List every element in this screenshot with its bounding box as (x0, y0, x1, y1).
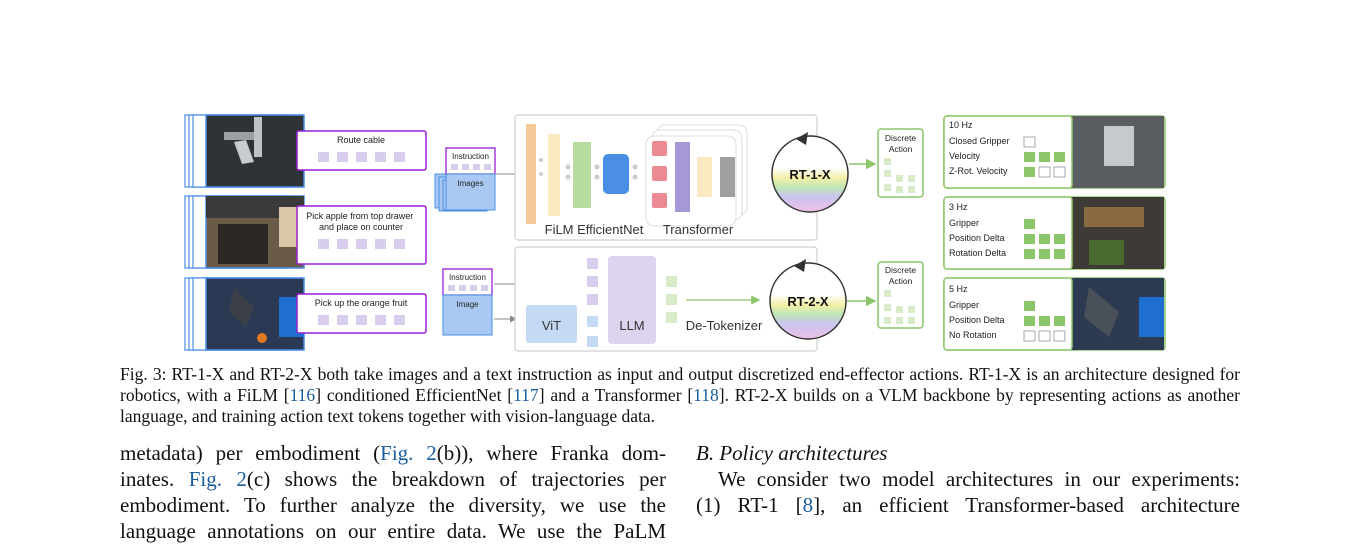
right-line-1: We consider two model architectures in o… (718, 467, 1240, 491)
cycle-arrow-icon (794, 259, 806, 272)
rt2-instruction-label: Instruction (449, 273, 486, 282)
right-line-2-text-b: ], an efficient Transformer-based archit… (813, 493, 1240, 517)
instruction-text-3: Pick up the orange fruit (315, 298, 408, 308)
right-line-2: (1) RT-1 [8], an efficient Transformer-b… (696, 492, 1240, 518)
de-tokenizer-label: De-Tokenizer (686, 318, 763, 333)
action-panel-1-freq: 10 Hz (949, 120, 973, 130)
instruction-box-3: Pick up the orange fruit (296, 293, 427, 334)
right-line-2-text-a: (1) RT-1 [ (696, 493, 803, 517)
action-panel-1-row-1: Closed Gripper (949, 136, 1010, 146)
instruction-box-1: Route cable (296, 130, 427, 171)
rt1-input-block: Instruction Images (434, 147, 496, 212)
caption-text-3: ] and a Transformer [ (538, 385, 694, 405)
citation-link-118[interactable]: 118 (693, 385, 719, 405)
action-panel-3-freq: 5 Hz (949, 284, 968, 294)
action-panel-3-row-2: Position Delta (949, 315, 1005, 325)
caption-text-1: RT-1-X and RT-2-X both take images and a… (120, 364, 1241, 405)
input-image-stack-3 (184, 277, 305, 351)
action-panel-3: 5 Hz Gripper Position Delta No Rotation (943, 277, 1166, 351)
input-image-stack-1 (184, 114, 305, 188)
transformer-label: Transformer (663, 222, 734, 237)
action-panel-3-row-3: No Rotation (949, 330, 997, 340)
left-line-2: inates. Fig. 2(c) shows the breakdown of… (120, 466, 666, 492)
left-line-4: language annotations on our entire data.… (120, 519, 666, 543)
section-heading: B. Policy architectures (696, 441, 888, 465)
vit-label: ViT (542, 318, 561, 333)
figure-3: Route cable Pick apple from top drawer a… (184, 112, 1166, 354)
instruction-text-2: Pick apple from top drawer and place on … (306, 211, 416, 232)
left-line-1-text-b: (b)), where Franka dom- (436, 441, 667, 465)
left-line-1-text-a: metadata) per embodiment ( (120, 441, 381, 465)
rt2-x-model-circle: RT-2-X (769, 259, 847, 340)
action-panel-1: 10 Hz Closed Gripper Velocity Z-Rot. Vel… (943, 115, 1166, 189)
rt1-instruction-label: Instruction (452, 152, 489, 161)
film-efficientnet-label: FiLM EfficientNet (545, 222, 644, 237)
instruction-box-2: Pick apple from top drawer and place on … (296, 205, 427, 265)
left-line-2-text-b: (c) shows the breakdown of trajectories … (246, 467, 666, 491)
action-panel-2-row-2: Position Delta (949, 233, 1005, 243)
rt1-x-model-circle: RT-1-X (771, 132, 849, 213)
action-panel-2-row-1: Gripper (949, 218, 979, 228)
rt1-x-label: RT-1-X (789, 167, 831, 182)
instruction-text-2-line2: and place on counter (319, 222, 403, 232)
instruction-text-2-line1: Pick apple from top drawer (306, 211, 413, 221)
rt1-model-panel: FiLM EfficientNet Transformer (514, 114, 818, 241)
left-line-1: metadata) per embodiment (Fig. 2(b)), wh… (120, 440, 666, 466)
action-panel-1-row-3: Z-Rot. Velocity (949, 166, 1008, 176)
left-line-3: embodiment. To further analyze the diver… (120, 493, 666, 517)
rt2-x-label: RT-2-X (787, 294, 829, 309)
caption-text-2: ] conditioned EfficientNet [ (315, 385, 514, 405)
architecture-diagram: Route cable Pick apple from top drawer a… (184, 114, 1166, 352)
figure-caption: Fig. 3: RT-1-X and RT-2-X both take imag… (120, 364, 1240, 427)
fig2-ref-link-2[interactable]: Fig. 2 (188, 467, 247, 491)
citation-link-117[interactable]: 117 (513, 385, 539, 405)
rt2-input-block: Instruction Image (442, 268, 493, 336)
rt1-images-label: Images (457, 179, 483, 188)
instruction-text-1: Route cable (337, 135, 385, 145)
right-column: B. Policy architectures We consider two … (696, 440, 1240, 518)
action-panel-2: 3 Hz Gripper Position Delta Rotation Del… (943, 196, 1166, 270)
action-panel-3-row-1: Gripper (949, 300, 979, 310)
rt2-image-label: Image (456, 300, 479, 309)
action-panel-2-row-3: Rotation Delta (949, 248, 1006, 258)
rt2-model-panel: ViT LLM De-Tokenizer (514, 246, 818, 352)
action-panel-1-row-2: Velocity (949, 151, 981, 161)
citation-link-8[interactable]: 8 (802, 493, 814, 517)
left-column: metadata) per embodiment (Fig. 2(b)), wh… (120, 440, 666, 544)
citation-link-116[interactable]: 116 (289, 385, 316, 405)
caption-label: Fig. 3: (120, 364, 167, 384)
caption-text-4: ]. RT-2-X builds on a VLM backbone by re… (120, 385, 1240, 426)
action-panel-2-freq: 3 Hz (949, 202, 968, 212)
llm-label: LLM (619, 318, 644, 333)
left-line-2-text-a: inates. (120, 467, 189, 491)
cycle-arrow-icon (796, 132, 808, 145)
input-image-stack-2 (184, 195, 305, 269)
fig2-ref-link[interactable]: Fig. 2 (380, 441, 437, 465)
